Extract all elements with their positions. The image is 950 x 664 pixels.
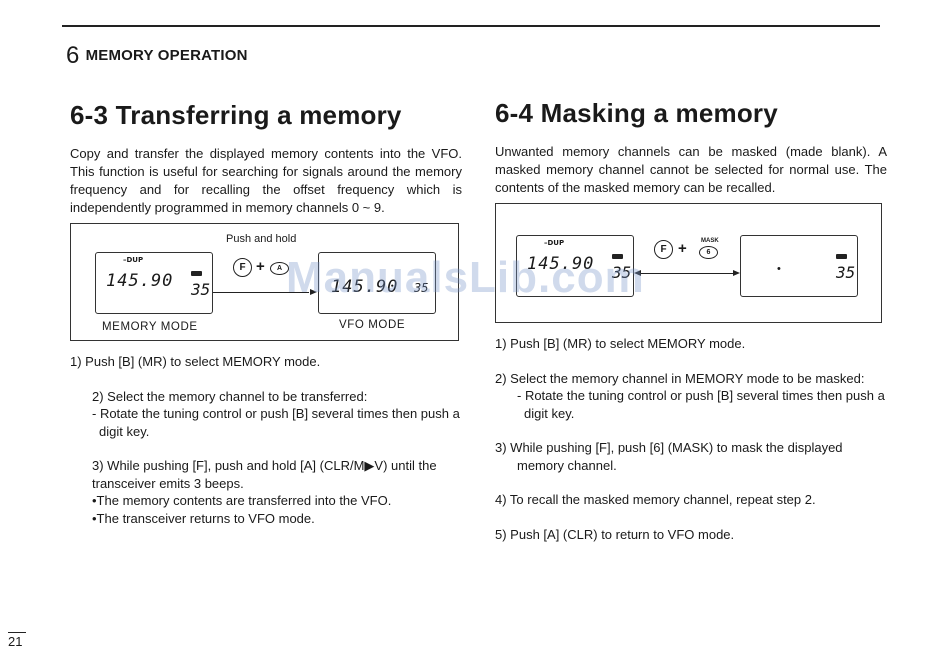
lcd-masked-display: • 35 xyxy=(740,235,858,297)
step-item: 2) Select the memory channel to be trans… xyxy=(70,388,462,441)
memory-mode-label: MEMORY MODE xyxy=(102,321,198,333)
mr-indicator xyxy=(836,254,847,259)
section-title-transfer: 6-3 Transferring a memory xyxy=(70,100,402,130)
section-masking: 6-4 Masking a memory Unwanted memory cha… xyxy=(495,98,887,560)
step-bullet: •The memory contents are transferred int… xyxy=(92,493,392,508)
transfer-steps: 1) Push [B] (MR) to select MEMORY mode. … xyxy=(70,353,462,527)
step-text: 3) While pushing [F], push and hold [A] … xyxy=(92,458,437,491)
step-item: 1) Push [B] (MR) to select MEMORY mode. xyxy=(495,336,746,351)
lcd-vfo-channel: 35 xyxy=(414,281,429,295)
top-rule xyxy=(62,25,880,27)
lcd-dot: • xyxy=(777,263,781,275)
lcd-frequency: 145.90 xyxy=(106,271,174,291)
vfo-mode-label: VFO MODE xyxy=(339,319,406,331)
mr-indicator xyxy=(612,254,623,259)
lcd-channel: 35 xyxy=(836,263,856,282)
masking-intro: Unwanted memory channels can be masked (… xyxy=(495,144,887,195)
arrow-head-left-icon xyxy=(634,270,641,276)
step-item: 3) While pushing [F], push [6] (MASK) to… xyxy=(495,440,843,473)
chapter-title: MEMORY OPERATION xyxy=(85,47,248,64)
masking-figure: –DUP 145.90 35 F + MASK 6 • 35 xyxy=(495,203,882,323)
lcd-channel: 35 xyxy=(191,280,211,299)
watermark: ManualsLib.com xyxy=(286,253,645,302)
chapter-number: 6 xyxy=(66,42,80,69)
arrow-head-right-icon xyxy=(310,289,317,295)
dup-indicator: –DUP xyxy=(544,239,565,247)
lcd-channel: 35 xyxy=(612,263,632,282)
step-item: 1) Push [B] (MR) to select MEMORY mode. xyxy=(70,354,321,369)
f-key-icon: F xyxy=(654,240,673,259)
step-text: 2) Select the memory channel in MEMORY m… xyxy=(495,370,865,386)
dup-indicator: –DUP xyxy=(123,256,144,264)
mask-key-label: MASK xyxy=(701,238,719,244)
transfer-figure: Push and hold –DUP 145.90 35 F + A 145.9… xyxy=(70,223,459,341)
lcd-memory-display: –DUP 145.90 35 xyxy=(516,235,634,297)
transfer-arrow xyxy=(213,292,309,293)
step-bullet: •The transceiver returns to VFO mode. xyxy=(92,510,315,526)
step-subitem: - Rotate the tuning control or push [B] … xyxy=(92,406,460,439)
a-key-icon: A xyxy=(270,262,289,275)
section-transfer: 6-3 Transferring a memory Copy and trans… xyxy=(70,100,462,544)
f-key-icon: F xyxy=(233,258,252,277)
lcd-frequency: 145.90 xyxy=(527,254,595,274)
section-title-masking: 6-4 Masking a memory xyxy=(495,98,778,128)
step-text: 2) Select the memory channel to be trans… xyxy=(92,388,368,404)
step-item: 4) To recall the masked memory channel, … xyxy=(495,492,816,507)
plus-sign: + xyxy=(678,240,687,257)
step-item: 2) Select the memory channel in MEMORY m… xyxy=(495,370,887,423)
step-item: 5) Push [A] (CLR) to return to VFO mode. xyxy=(495,526,735,542)
arrow-head-right-icon xyxy=(733,270,740,276)
lcd-vfo-frequency: 145.90 xyxy=(331,277,399,297)
step-subitem: - Rotate the tuning control or push [B] … xyxy=(517,388,885,421)
masking-steps: 1) Push [B] (MR) to select MEMORY mode. … xyxy=(495,335,887,543)
push-hold-label: Push and hold xyxy=(226,233,297,245)
mask-arrow xyxy=(641,273,733,274)
step-item: 3) While pushing [F], push and hold [A] … xyxy=(70,457,462,527)
page-number: 21 xyxy=(8,632,26,649)
lcd-vfo-mode: 145.90 35 xyxy=(318,252,436,314)
plus-sign: + xyxy=(256,258,265,275)
chapter-heading: 6 MEMORY OPERATION xyxy=(66,42,248,70)
lcd-memory-mode: –DUP 145.90 35 xyxy=(95,252,213,314)
six-key-icon: 6 xyxy=(699,246,718,259)
mr-indicator xyxy=(191,271,202,276)
transfer-intro: Copy and transfer the displayed memory c… xyxy=(70,146,462,215)
